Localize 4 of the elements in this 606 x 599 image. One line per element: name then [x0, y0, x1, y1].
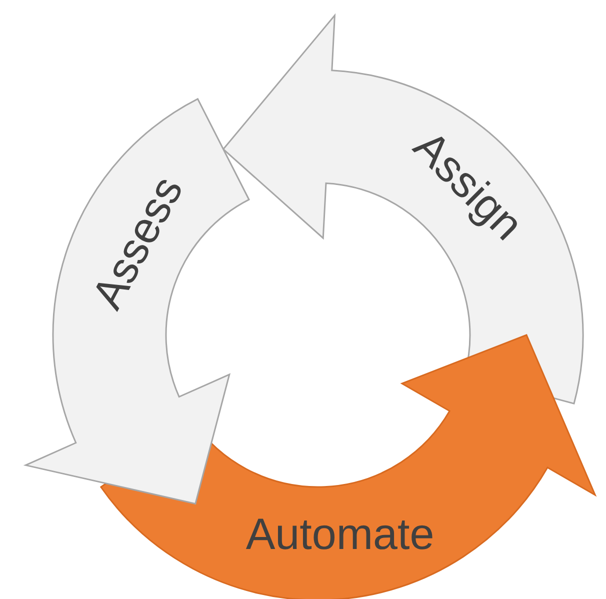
curved-arrow [100, 334, 596, 599]
curved-arrow [24, 98, 250, 504]
curved-arrow [222, 14, 584, 404]
arrow-label: Automate [246, 513, 434, 557]
